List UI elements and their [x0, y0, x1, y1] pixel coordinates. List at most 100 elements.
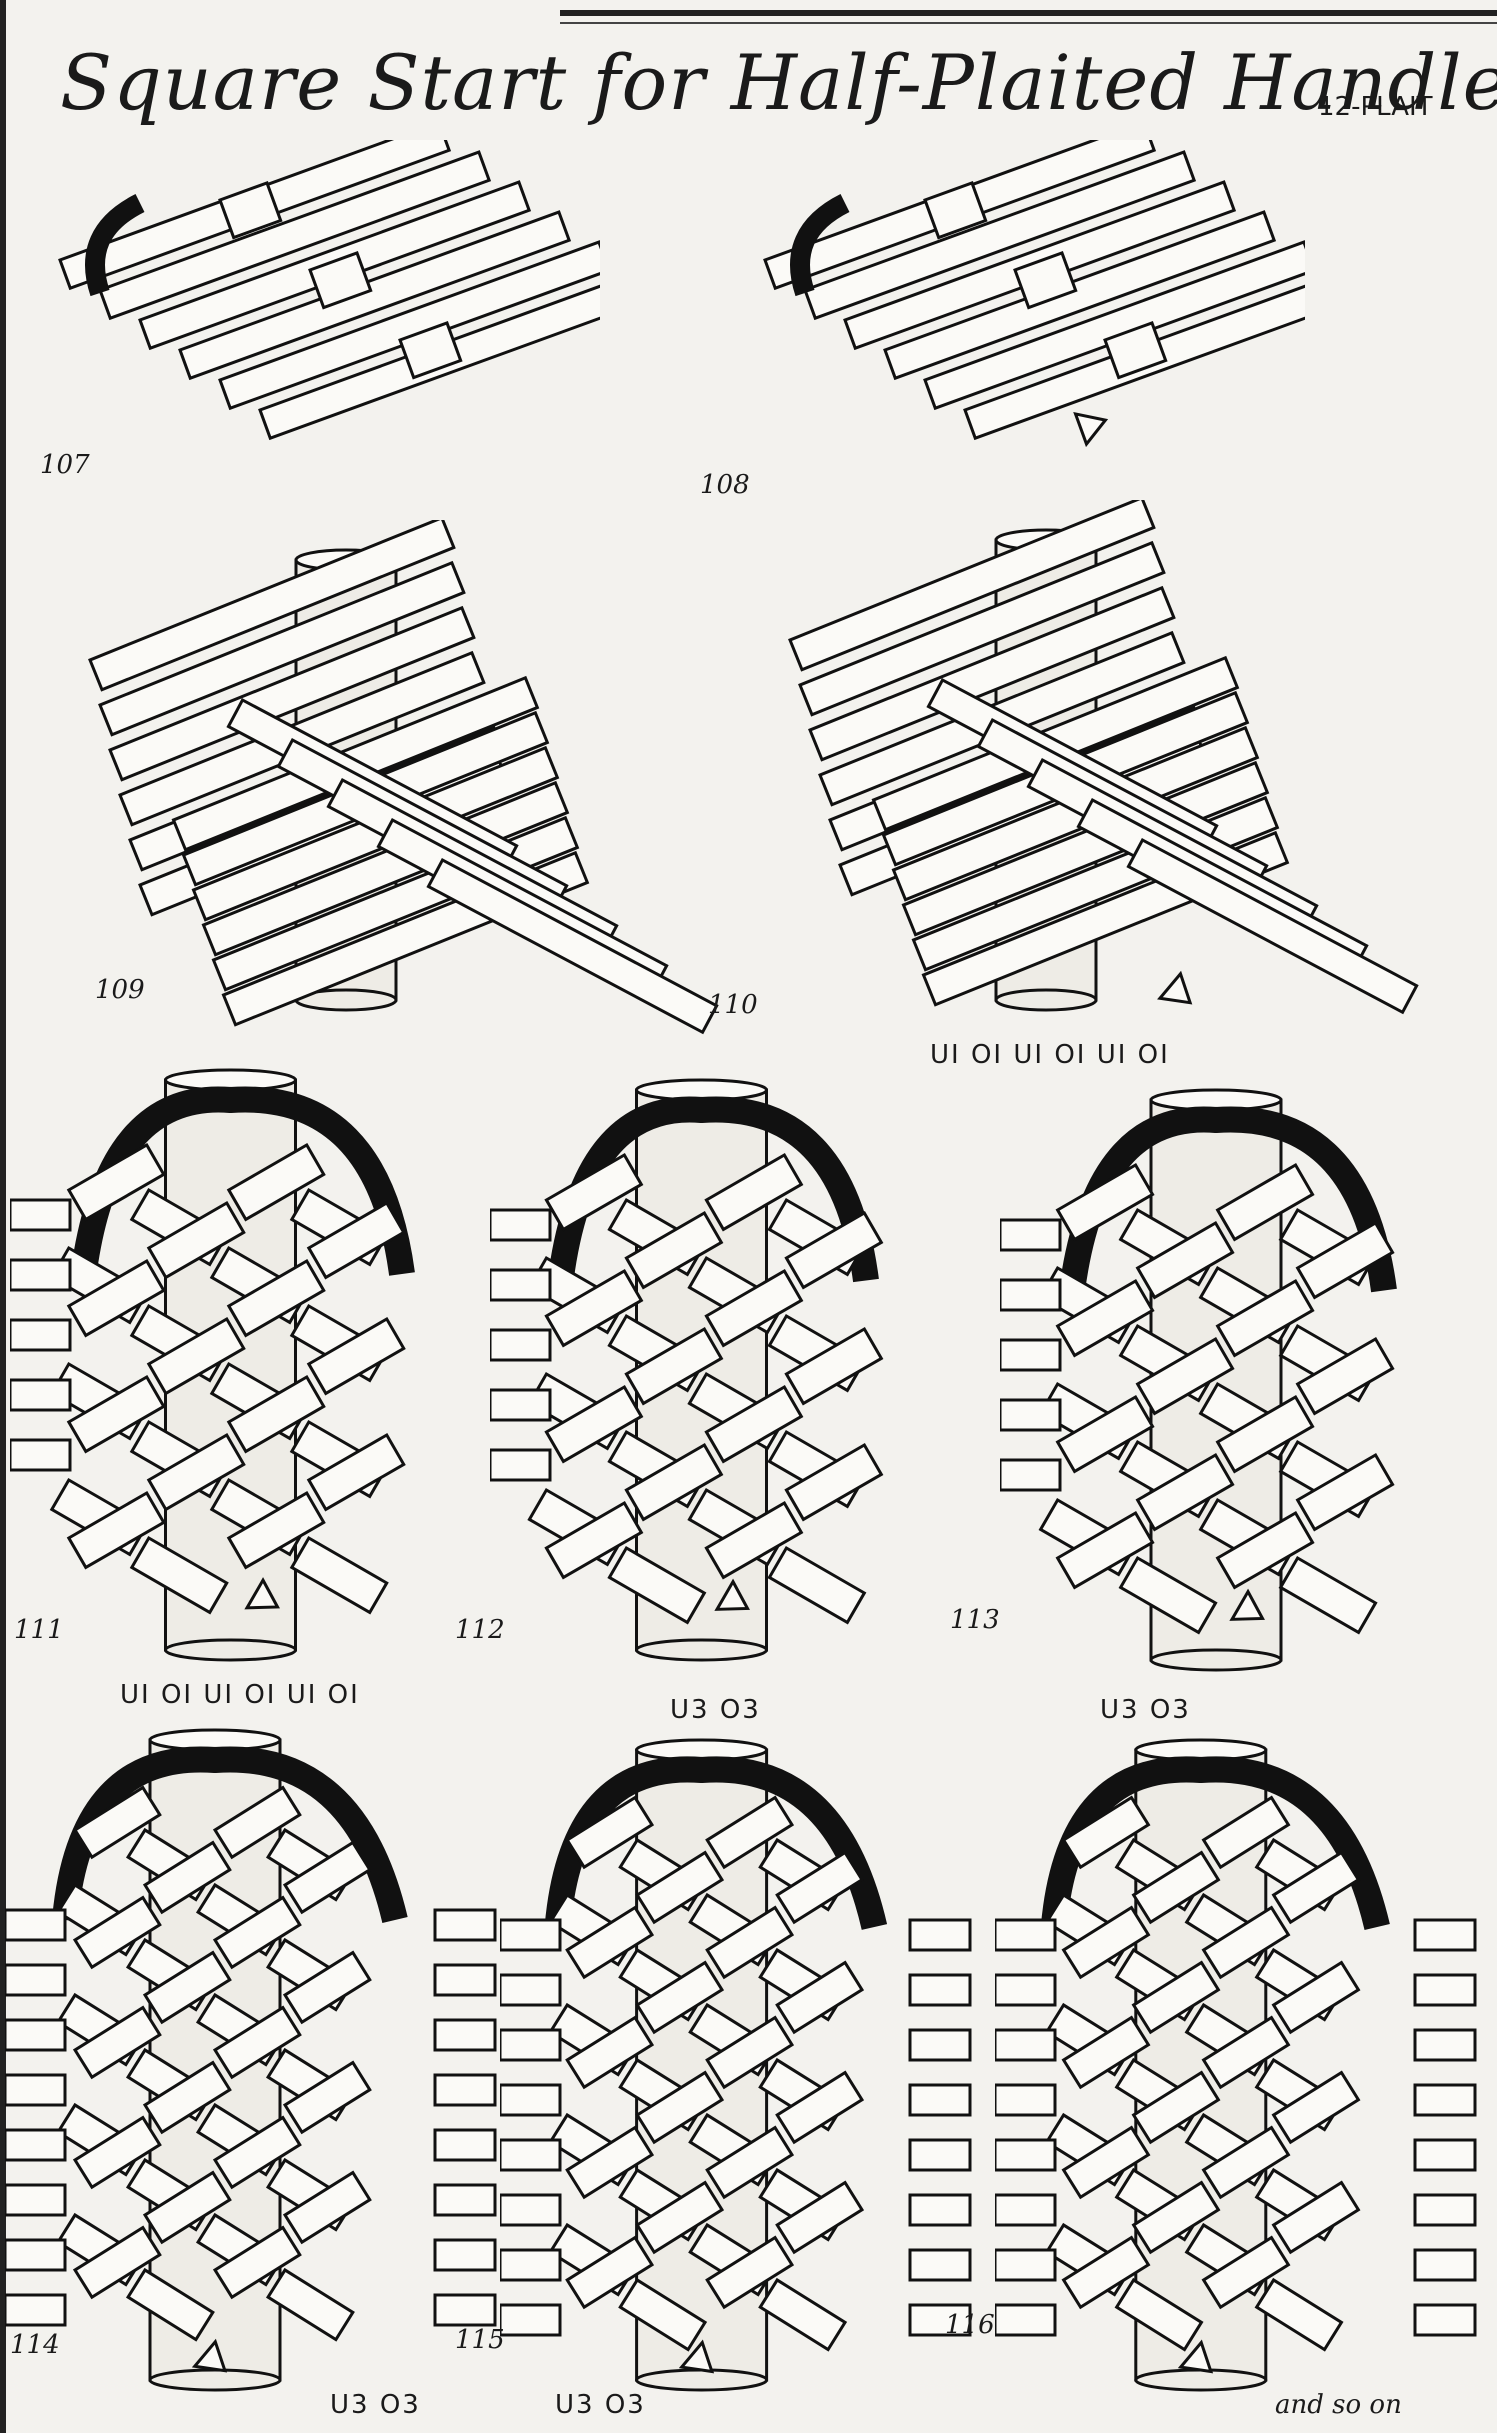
plait-strand	[1201, 1905, 1291, 1980]
plait-strand	[624, 1326, 724, 1406]
plait-strand	[500, 2193, 562, 2227]
plait-strand	[1295, 1336, 1395, 1416]
plait-strand	[146, 1432, 246, 1512]
plait-strand	[72, 1895, 162, 1970]
plait-strand	[142, 1950, 232, 2025]
figure-number: 108	[700, 470, 750, 500]
plait-strand	[1201, 1795, 1291, 1870]
figure-caption: U3 O3	[670, 1695, 761, 1725]
plait-strand	[398, 320, 463, 380]
plait-strand	[544, 1152, 644, 1232]
plait-strand	[5, 2183, 67, 2217]
plait-strand	[433, 2128, 497, 2162]
plait-strand	[704, 1268, 804, 1348]
plait-strand	[705, 1795, 795, 1870]
plait-strand	[908, 2193, 972, 2227]
plait-strand	[1201, 2125, 1291, 2200]
plait-strand	[1278, 1555, 1378, 1635]
plait-strand	[1271, 2070, 1361, 2145]
plait-strand	[433, 2238, 497, 2272]
plait-strand	[72, 2115, 162, 2190]
plait-strand	[10, 1318, 72, 1352]
plait-strand	[1055, 1510, 1155, 1590]
figure-116	[995, 1720, 1485, 2410]
plait-strand	[142, 2060, 232, 2135]
plait-strand	[500, 2083, 562, 2117]
plait-strand	[908, 2028, 972, 2062]
plait-drawing	[88, 520, 719, 1035]
plait-strand	[5, 2128, 67, 2162]
plait-strand	[995, 1918, 1057, 1952]
plait-strand	[433, 2293, 497, 2327]
plait-strand	[142, 2170, 232, 2245]
plait-strand	[1135, 1336, 1235, 1416]
plait-strand	[108, 605, 476, 782]
plait-strand	[5, 1963, 67, 1997]
arrow-icon	[678, 2339, 715, 2374]
plait-strand	[1061, 1905, 1151, 1980]
plait-strand	[426, 857, 719, 1035]
plait-strand	[490, 1388, 552, 1422]
plait-strand	[66, 1490, 166, 1570]
plait-strand	[1013, 250, 1078, 310]
figure-114	[5, 1710, 505, 2410]
page-subtitle: 12-PLAIT	[1318, 92, 1433, 122]
figure-number: 113	[950, 1605, 1000, 1635]
plait-strand	[66, 1374, 166, 1454]
arrow-icon	[1177, 2339, 1214, 2374]
plait-strand	[212, 1785, 302, 1860]
plait-strand	[500, 2138, 562, 2172]
figure-number: 110	[708, 990, 758, 1020]
plait-strand	[72, 2005, 162, 2080]
figure-number: 112	[455, 1615, 505, 1645]
plait-strand	[1131, 1960, 1221, 2035]
plait-strand	[10, 1378, 72, 1412]
figure-109	[70, 520, 760, 1040]
plait-strand	[995, 2303, 1057, 2337]
plait-strand	[923, 180, 988, 240]
plait-strand	[490, 1448, 552, 1482]
plait-strand	[995, 2028, 1057, 2062]
plait-strand	[1271, 2180, 1361, 2255]
plait-strand	[635, 2180, 725, 2255]
figure-caption: U3 O3	[555, 2390, 646, 2420]
plait-strand	[1215, 1394, 1315, 1474]
plait-strand	[705, 1905, 795, 1980]
figure-110	[770, 500, 1460, 1040]
arrow-icon	[714, 1578, 750, 1611]
plait-strand	[544, 1268, 644, 1348]
plait-strand	[705, 2015, 795, 2090]
plait-drawing	[1000, 1088, 1397, 1672]
plait-strand	[5, 2018, 67, 2052]
plait-strand	[1131, 2070, 1221, 2145]
plait-strand	[908, 2303, 972, 2337]
plait-strand	[500, 2248, 562, 2282]
plait-strand	[306, 1316, 406, 1396]
top-rule	[560, 10, 1497, 16]
plait-strand	[306, 1200, 406, 1280]
page-title: Square Start for Half-Plaited Handle	[60, 38, 1497, 127]
plait-strand	[565, 2125, 655, 2200]
figure-caption: and so on	[1275, 2390, 1402, 2420]
plait-drawing	[788, 500, 1419, 1015]
plait-strand	[1254, 2277, 1344, 2352]
plait-strand	[5, 2293, 67, 2327]
arrow-icon	[1073, 411, 1109, 448]
plait-strand	[66, 1142, 166, 1222]
plait-strand	[1201, 2235, 1291, 2310]
plait-drawing	[500, 1738, 972, 2392]
plait-strand	[1061, 1795, 1151, 1870]
figure-caption: U3 O3	[1100, 1695, 1191, 1725]
plait-strand	[1413, 1918, 1477, 1952]
figure-number: 109	[95, 975, 145, 1005]
plait-strand	[1118, 1555, 1218, 1635]
plait-strand	[1413, 2083, 1477, 2117]
plait-strand	[607, 1545, 707, 1625]
plait-strand	[88, 520, 456, 692]
plait-strand	[883, 210, 1277, 381]
plait-strand	[1055, 1278, 1155, 1358]
figure-113	[1000, 1070, 1480, 1700]
plait-strand	[624, 1210, 724, 1290]
plait-strand	[129, 1535, 229, 1615]
plait-strand	[565, 2015, 655, 2090]
